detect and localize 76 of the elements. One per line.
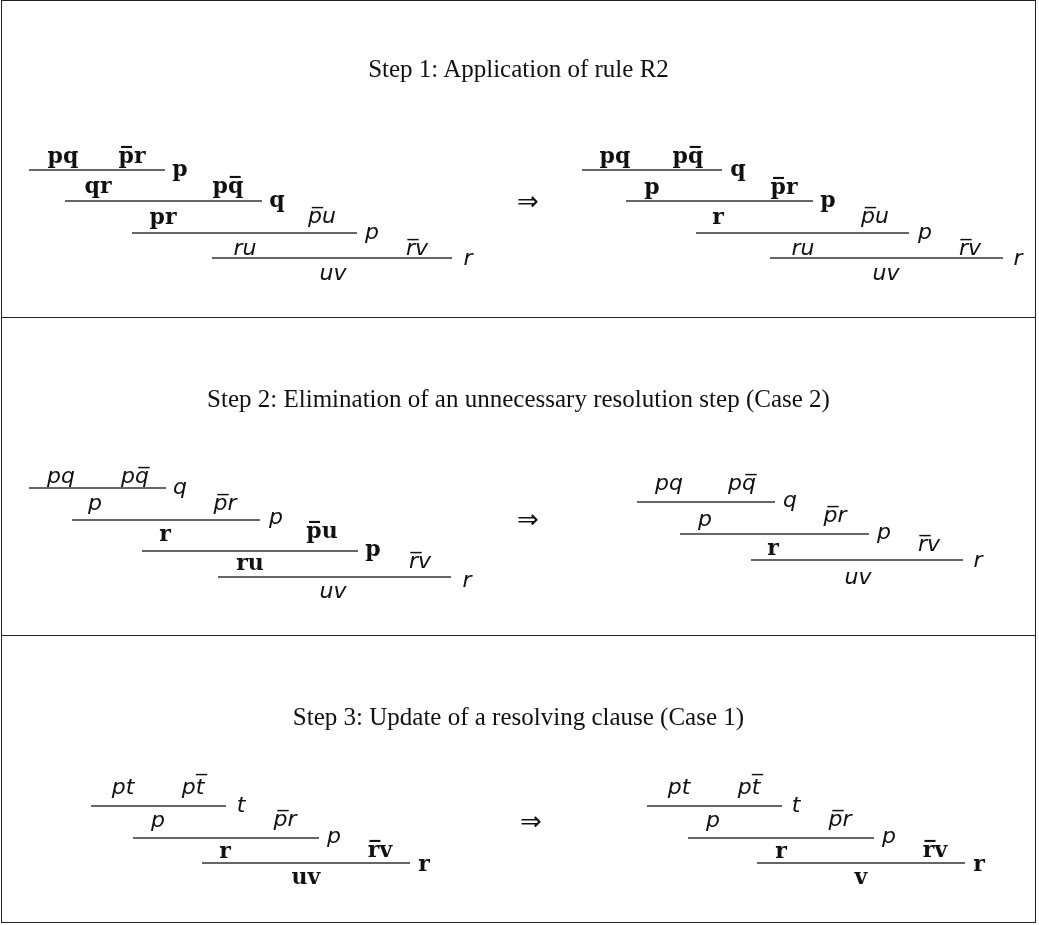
clause-label: p: [644, 173, 660, 199]
clause-label: pt: [111, 774, 135, 800]
clause-label: p: [820, 186, 836, 212]
step-panel: [1, 635, 1036, 923]
clause-label: pq: [47, 142, 79, 168]
clause-label: r: [462, 567, 472, 593]
clause-label: uv: [319, 260, 347, 286]
clause-label: p: [365, 535, 381, 561]
clause-label: r: [973, 850, 985, 876]
clause-label: r: [775, 837, 787, 863]
clause-label: pq: [47, 463, 75, 489]
clause-label: r: [159, 520, 171, 546]
clause-label: r̅v: [922, 836, 948, 862]
clause-label: t: [236, 792, 246, 818]
clause-label: r̅v: [405, 235, 429, 261]
step-heading: Step 2: Elimination of an unnecessary resolution step (Case 2): [206, 385, 831, 413]
clause-label: p: [151, 807, 165, 833]
clause-label: pr: [149, 203, 177, 229]
clause-label: ru: [236, 549, 264, 575]
step-panel: [1, 0, 1036, 318]
clause-label: pt: [667, 774, 691, 800]
clause-label: r: [973, 547, 983, 573]
clause-label: qr: [84, 172, 112, 198]
step-heading: Step 3: Update of a resolving clause (Case 1): [291, 703, 746, 731]
clause-label: uv: [319, 578, 347, 604]
clause-label: p̅u: [306, 517, 338, 543]
clause-label: p̅r: [118, 142, 146, 168]
clause-label: ru: [791, 235, 815, 261]
clause-label: p: [88, 490, 102, 516]
clause-label: r̅v: [958, 235, 982, 261]
clause-label: q: [269, 186, 285, 212]
clause-label: pq̅: [121, 463, 149, 489]
clause-label: p̅r: [823, 502, 847, 528]
clause-label: p̅u: [861, 203, 889, 229]
clause-label: pq: [599, 142, 631, 168]
clause-label: p: [365, 219, 379, 245]
clause-label: r̅v: [408, 548, 432, 574]
clause-label: p: [877, 519, 891, 545]
clause-label: p: [172, 155, 188, 181]
clause-label: p̅u: [308, 203, 336, 229]
clause-label: r: [1013, 245, 1023, 271]
implies-symbol: ⇒: [517, 504, 539, 534]
clause-label: pq̅: [728, 470, 756, 496]
clause-label: pq: [655, 470, 683, 496]
clause-label: t: [791, 792, 801, 818]
clause-label: q: [173, 474, 187, 500]
clause-label: uv: [844, 564, 872, 590]
clause-label: uv: [872, 260, 900, 286]
clause-label: r: [219, 837, 231, 863]
clause-label: uv: [291, 863, 321, 889]
clause-label: ru: [233, 235, 257, 261]
clause-label: p: [882, 823, 896, 849]
clause-label: v: [854, 863, 868, 889]
clause-label: p̅r: [828, 806, 852, 832]
clause-label: p: [918, 219, 932, 245]
clause-label: q: [730, 155, 746, 181]
clause-label: p̅r: [273, 806, 297, 832]
step-panel: [1, 317, 1036, 636]
clause-label: r: [712, 203, 724, 229]
clause-label: p: [698, 506, 712, 532]
clause-label: p̅r: [213, 490, 237, 516]
implies-symbol: ⇒: [517, 186, 539, 216]
clause-label: r: [767, 534, 779, 560]
implies-symbol: ⇒: [520, 806, 542, 836]
clause-label: p̅r: [770, 173, 798, 199]
clause-label: r: [463, 245, 473, 271]
clause-label: r: [418, 850, 430, 876]
clause-label: p: [706, 807, 720, 833]
clause-label: pq̅: [672, 142, 704, 168]
clause-label: q: [783, 487, 797, 513]
clause-label: p: [327, 823, 341, 849]
clause-label: p: [269, 504, 283, 530]
clause-label: r̅v: [917, 531, 941, 557]
step-heading: Step 1: Application of rule R2: [367, 55, 670, 83]
clause-label: pq̅: [212, 172, 244, 198]
clause-label: r̅v: [367, 836, 393, 862]
